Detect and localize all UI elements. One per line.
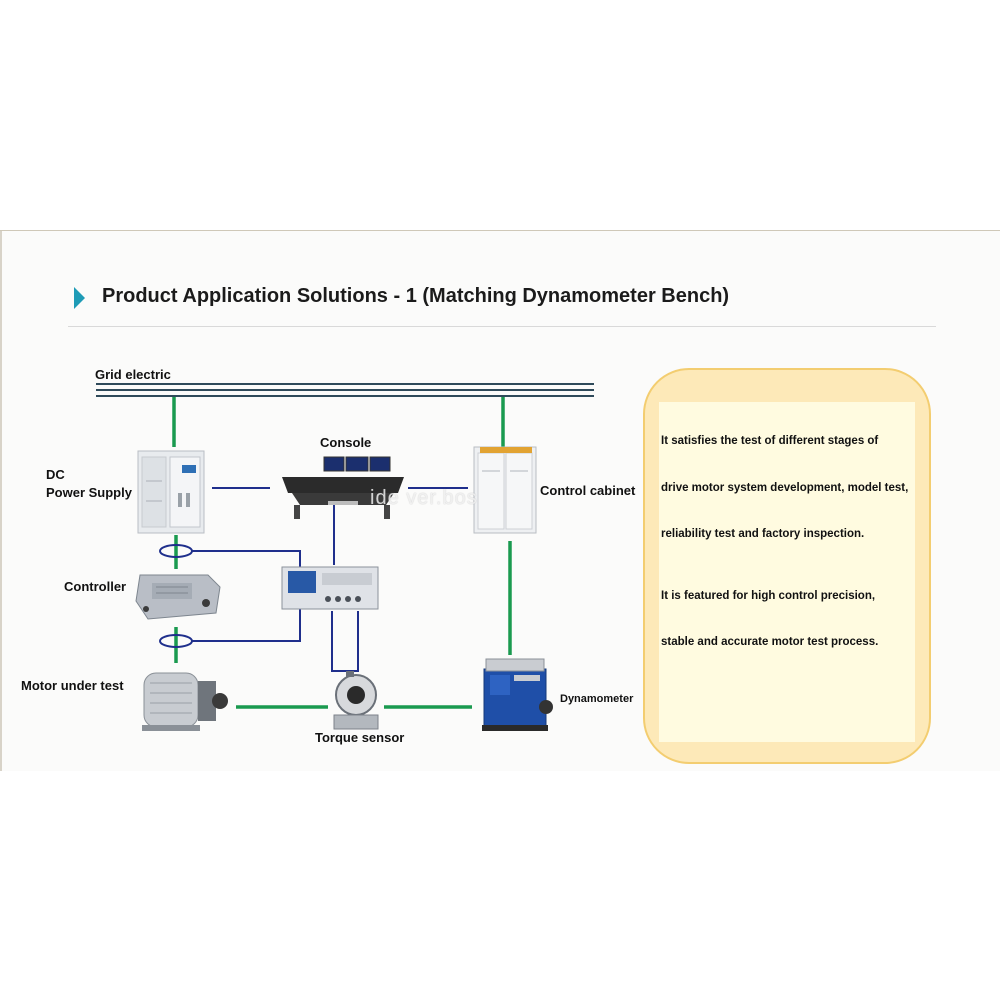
info-line: stable and accurate motor test process. [661, 636, 879, 648]
title-divider [68, 326, 936, 327]
info-line: It satisfies the test of different stage… [661, 435, 879, 447]
torque-sensor-icon [333, 671, 379, 730]
label-grid-electric: Grid electric [95, 367, 171, 382]
info-card: It satisfies the test of different stage… [643, 368, 931, 764]
slide-title: Product Application Solutions - 1 (Match… [102, 285, 730, 307]
grid-bus [96, 383, 594, 397]
control-cabinet-icon [473, 446, 537, 534]
label-console: Console [320, 435, 372, 450]
label-motor-under-test: Motor under test [21, 678, 124, 693]
system-diagram [96, 383, 594, 731]
label-control-cabinet: Control cabinet [540, 483, 636, 498]
label-torque-sensor: Torque sensor [315, 730, 405, 745]
power-analyzer-icon [281, 566, 379, 610]
signal-lines [192, 487, 468, 672]
info-card-body: It satisfies the test of different stage… [659, 402, 915, 742]
console-desk-icon [282, 456, 404, 519]
info-line: It is featured for high control precisio… [661, 590, 876, 602]
electric-motor-icon [142, 672, 228, 731]
watermark: ide ver.bos [370, 487, 478, 509]
label-dynamometer: Dynamometer [560, 693, 634, 705]
power-lines [172, 397, 512, 709]
power-supply-cabinet-icon [137, 450, 205, 534]
info-line: drive motor system development, model te… [661, 482, 909, 494]
slide: Product Application Solutions - 1 (Match… [0, 230, 1000, 771]
label-dc-line2: Power Supply [46, 485, 132, 500]
slide-edge [0, 231, 2, 771]
title-arrow-icon [74, 287, 85, 309]
label-controller: Controller [64, 579, 127, 594]
motor-controller-icon [135, 574, 221, 620]
dynamometer-icon [482, 658, 553, 731]
info-line: reliability test and factory inspection. [661, 528, 865, 540]
label-dc-line1: DC [46, 467, 65, 482]
